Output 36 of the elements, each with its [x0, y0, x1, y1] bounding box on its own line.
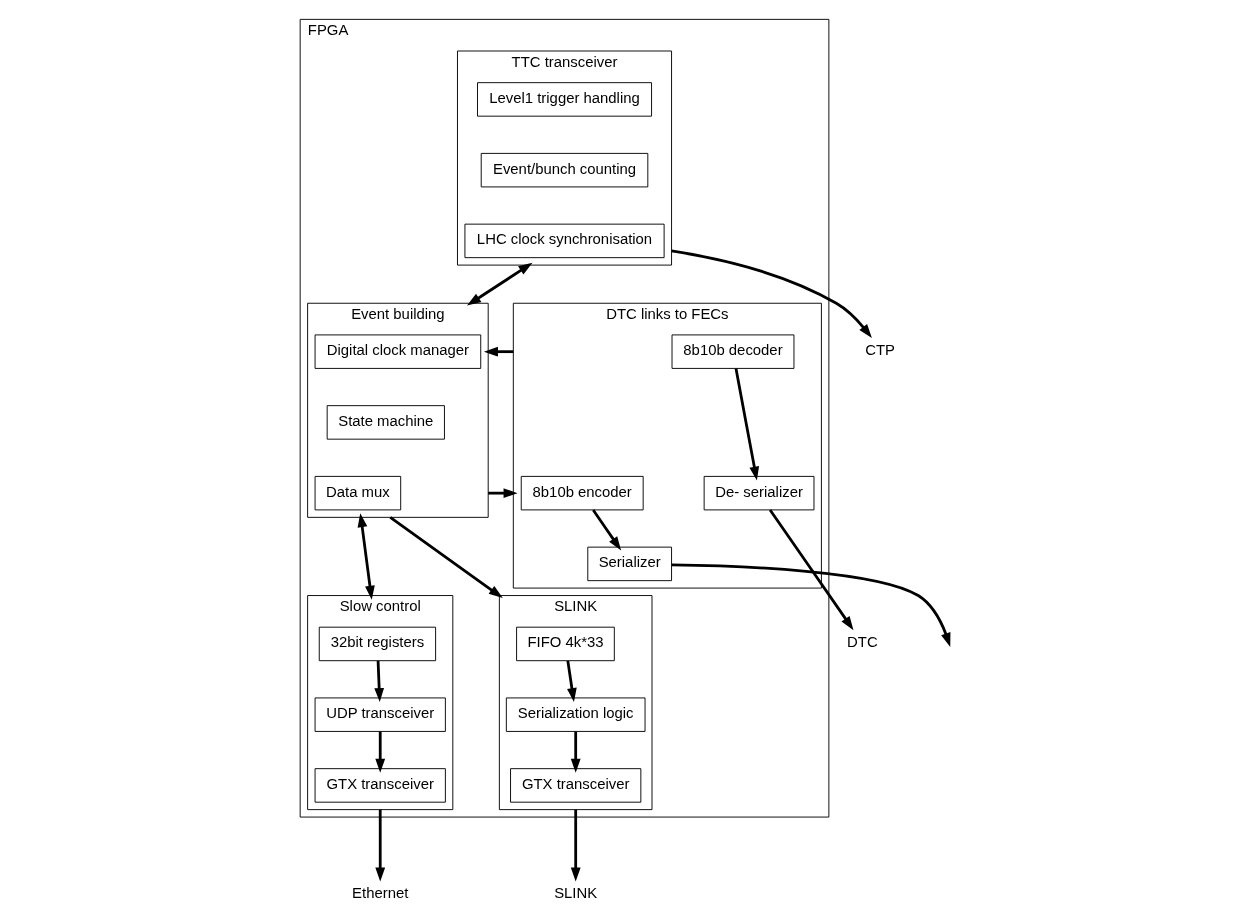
arrow	[374, 660, 385, 703]
node-box: Serialization logic	[505, 697, 646, 732]
node-text: SLINK	[554, 884, 598, 901]
arrow	[375, 809, 386, 882]
arrow	[483, 346, 514, 357]
arrow	[570, 731, 581, 773]
arrow	[389, 516, 503, 599]
arrow	[357, 513, 375, 600]
node-box: Serializer	[587, 546, 673, 582]
node-box: UDP transceiver	[314, 697, 446, 732]
node-text: Ethernet	[352, 884, 409, 901]
arrow	[467, 262, 533, 306]
node-box: LHC clock synchronisation	[464, 223, 665, 259]
arrow	[488, 488, 518, 499]
node-box: FIFO 4k*33	[516, 626, 615, 662]
node-box: De- serializer	[703, 475, 815, 511]
arrow	[570, 809, 581, 882]
node-box: Digital clock manager	[314, 334, 482, 369]
arrow	[592, 509, 622, 551]
node-box: GTX transceiver	[510, 768, 642, 803]
node-text: CTP	[865, 342, 895, 359]
node-box: GTX transceiver	[314, 768, 446, 803]
node-box: Data mux	[314, 475, 402, 511]
arrow	[671, 249, 872, 339]
arrow	[671, 563, 951, 647]
node-box: 8b10b decoder	[671, 334, 795, 369]
arrow	[734, 368, 760, 481]
node-box: 8b10b encoder	[520, 475, 644, 511]
node-text: DTC	[847, 634, 878, 651]
arrow	[768, 509, 854, 631]
node-box: Level1 trigger handling	[477, 82, 652, 117]
node-box: State machine	[326, 405, 445, 440]
arrow	[566, 660, 577, 703]
node-box: 32bit registers	[318, 626, 437, 662]
arrow	[375, 731, 386, 773]
node-box: Event/bunch counting	[480, 152, 649, 188]
